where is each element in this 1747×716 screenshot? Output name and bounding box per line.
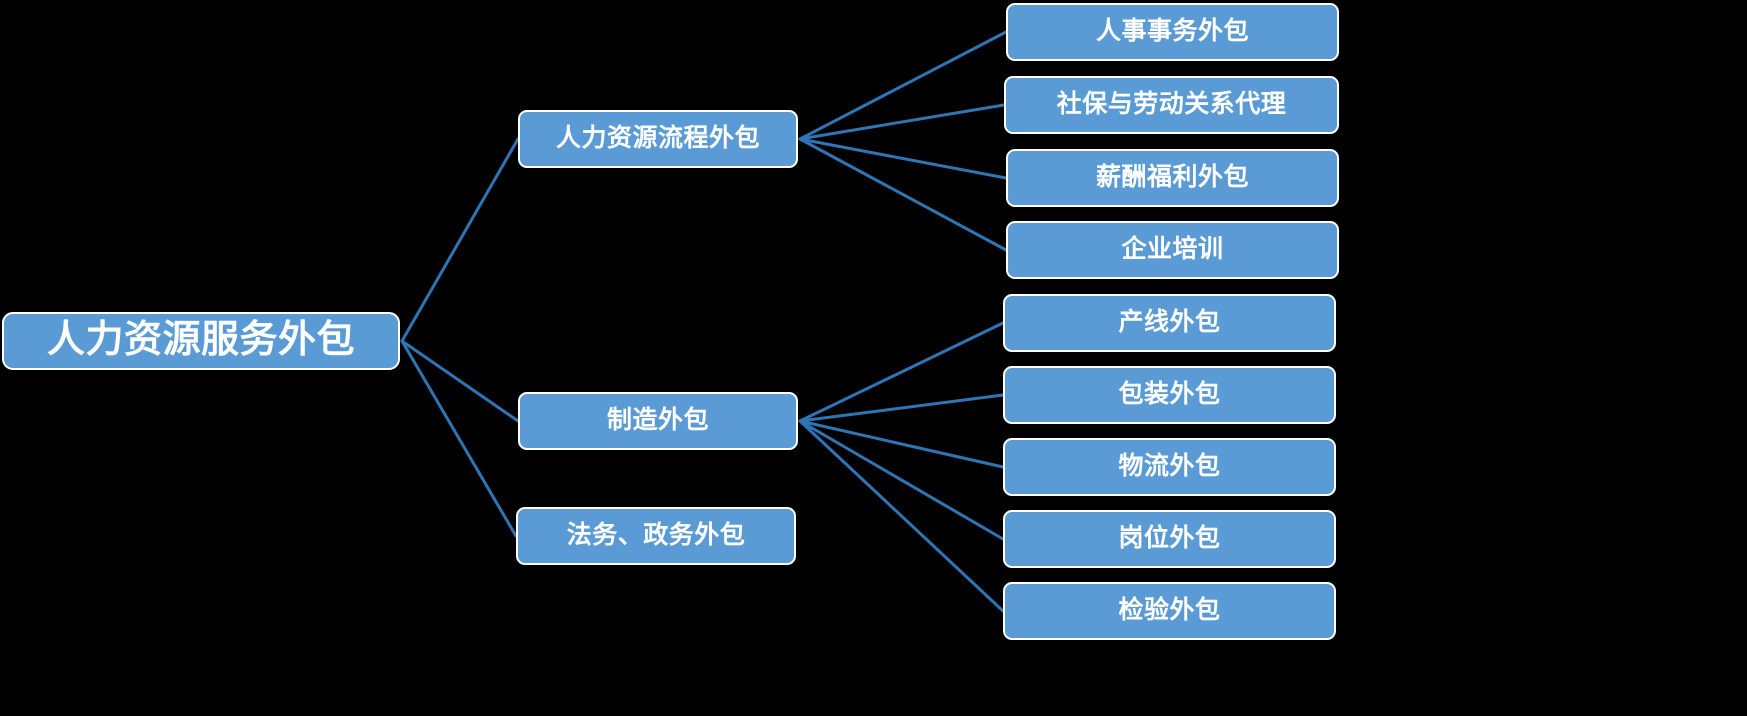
connector-root-to-branch-legal-affairs [400,339,518,538]
node-leaf-position[interactable]: 岗位外包 [1003,510,1336,568]
connector-root-to-branch-manufacturing [400,339,520,423]
connector-branch-manufacturing-to-leaf-packaging [798,393,1005,423]
node-leaf-enterprise-training[interactable]: 企业培训 [1006,221,1339,279]
node-leaf-social-insurance[interactable]: 社保与劳动关系代理 [1004,76,1339,134]
node-leaf-packaging[interactable]: 包装外包 [1003,366,1336,424]
node-leaf-production-line[interactable]: 产线外包 [1003,294,1336,352]
connector-branch-hr-process-to-leaf-social-insurance [798,103,1006,141]
node-leaf-personnel-affairs[interactable]: 人事事务外包 [1006,3,1339,61]
node-leaf-compensation[interactable]: 薪酬福利外包 [1006,149,1339,207]
connector-branch-manufacturing-to-leaf-logistics [798,419,1005,469]
connector-branch-manufacturing-to-leaf-position [798,419,1005,541]
connector-branch-manufacturing-to-leaf-production-line [798,321,1005,423]
connector-branch-manufacturing-to-leaf-inspection [798,419,1005,613]
node-branch-hr-process[interactable]: 人力资源流程外包 [518,110,798,168]
node-leaf-inspection[interactable]: 检验外包 [1003,582,1336,640]
connector-branch-hr-process-to-leaf-compensation [798,137,1008,180]
node-branch-manufacturing[interactable]: 制造外包 [518,392,798,450]
node-root[interactable]: 人力资源服务外包 [2,312,400,370]
connector-branch-hr-process-to-leaf-personnel-affairs [798,30,1008,141]
node-leaf-logistics[interactable]: 物流外包 [1003,438,1336,496]
connector-branch-hr-process-to-leaf-enterprise-training [798,137,1008,252]
connector-root-to-branch-hr-process [400,137,520,343]
node-branch-legal-affairs[interactable]: 法务、政务外包 [516,507,796,565]
